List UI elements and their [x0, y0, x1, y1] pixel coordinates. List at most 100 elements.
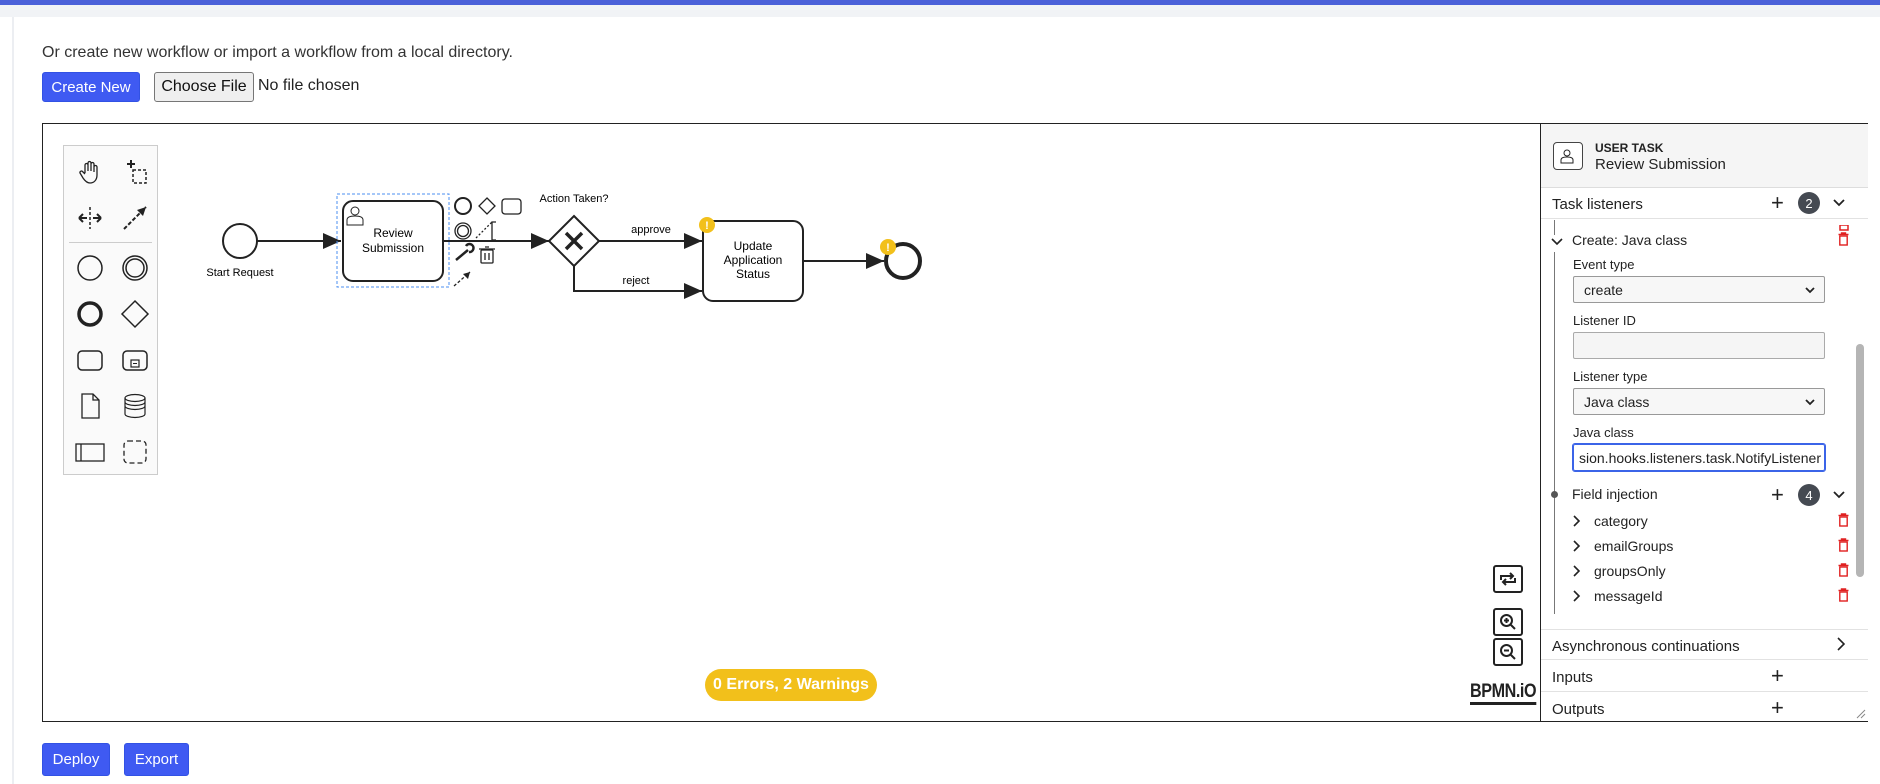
create-new-button[interactable]: Create New [42, 72, 140, 102]
choose-file-button[interactable]: Choose File [154, 72, 254, 102]
listener-title: Create: Java class [1572, 232, 1688, 248]
reset-view-button[interactable] [1493, 565, 1523, 593]
chevron-down-icon[interactable] [1833, 486, 1845, 502]
start-event-icon[interactable] [71, 249, 109, 287]
task2-line3: Status [736, 267, 770, 281]
add-output-icon[interactable]: + [1771, 695, 1784, 720]
append-intermediate-event-icon[interactable] [454, 222, 472, 240]
space-tool-icon[interactable] [71, 199, 109, 237]
warning-marker-icon[interactable]: ! [699, 217, 715, 233]
field-injection-bullet [1551, 491, 1558, 498]
data-object-icon[interactable] [71, 387, 109, 425]
trash-icon[interactable] [1838, 538, 1849, 555]
chevron-down-icon[interactable] [1551, 233, 1563, 249]
linting-status-badge[interactable]: 0 Errors, 2 Warnings [705, 669, 877, 701]
add-input-icon[interactable]: + [1771, 663, 1784, 688]
wrench-icon[interactable] [455, 242, 475, 261]
append-task-icon[interactable] [501, 198, 522, 215]
collapsed-item-stub [1554, 220, 1555, 235]
element-name: Review Submission [1595, 156, 1726, 173]
gateway-icon[interactable] [116, 295, 154, 333]
selection-outline [336, 193, 450, 288]
listener-id-input[interactable] [1573, 332, 1825, 359]
end-event-icon[interactable] [71, 295, 109, 333]
text-annotation-icon[interactable] [475, 221, 493, 239]
field-item[interactable]: messageId [1541, 586, 1868, 608]
async-continuations-group-header[interactable]: Asynchronous continuations [1541, 629, 1868, 660]
bpmn-io-logo[interactable]: BPMN.iO [1470, 682, 1537, 705]
outputs-group-header[interactable]: Outputs + [1541, 693, 1868, 721]
trash-icon[interactable] [1838, 563, 1849, 580]
trash-icon[interactable] [1839, 218, 1849, 236]
element-type: USER TASK [1595, 141, 1664, 155]
properties-panel: USER TASK Review Submission Task listene… [1540, 124, 1868, 721]
intro-text: Or create new workflow or import a workf… [42, 44, 513, 61]
trash-icon[interactable] [1838, 513, 1849, 530]
add-listener-icon[interactable]: + [1771, 190, 1784, 215]
data-store-icon[interactable] [116, 387, 154, 425]
reject-flow[interactable] [573, 266, 702, 299]
zoom-out-icon [1500, 644, 1516, 660]
field-count-badge: 4 [1798, 484, 1820, 506]
panel-scrollbar[interactable] [1856, 344, 1864, 577]
end-event[interactable] [884, 242, 922, 280]
start-event-label: Start Request [206, 267, 273, 279]
async-label: Asynchronous continuations [1552, 638, 1740, 655]
append-end-event-icon[interactable] [454, 197, 472, 215]
task1-line2: Submission [362, 241, 424, 255]
java-class-input[interactable]: sion.hooks.listeners.task.NotifyListener [1572, 443, 1826, 472]
tool-palette [63, 145, 158, 475]
svg-text:!: ! [705, 220, 709, 232]
chevron-down-icon[interactable] [1833, 194, 1845, 210]
listener-item-header[interactable]: Create: Java class [1541, 228, 1868, 254]
field-item[interactable]: groupsOnly [1541, 561, 1868, 583]
resize-handle-icon[interactable] [1856, 709, 1866, 719]
trash-icon[interactable] [1838, 588, 1849, 605]
chevron-right-icon[interactable] [1573, 514, 1581, 530]
reject-label: reject [623, 275, 650, 287]
subprocess-icon[interactable] [116, 341, 154, 379]
task-listeners-group-header[interactable]: Task listeners + 2 [1541, 188, 1868, 219]
event-type-select[interactable]: create [1573, 276, 1825, 303]
zoom-in-button[interactable] [1493, 608, 1523, 636]
field-item[interactable]: emailGroups [1541, 536, 1868, 558]
field-name: emailGroups [1594, 538, 1674, 554]
outputs-label: Outputs [1552, 701, 1605, 718]
warning-marker-icon[interactable]: ! [880, 239, 896, 255]
inputs-group-header[interactable]: Inputs + [1541, 661, 1868, 692]
context-pad[interactable] [453, 197, 522, 287]
chevron-right-icon[interactable] [1837, 637, 1846, 654]
chevron-right-icon[interactable] [1573, 539, 1581, 555]
append-gateway-icon[interactable] [478, 197, 496, 215]
chevron-down-icon [1804, 283, 1816, 299]
group-icon[interactable] [116, 433, 154, 471]
listener-tree-line [1554, 252, 1555, 614]
reset-view-icon [1500, 572, 1516, 586]
global-connect-tool-icon[interactable] [116, 199, 154, 237]
field-item[interactable]: category [1541, 511, 1868, 533]
field-injection-header[interactable]: Field injection + 4 [1541, 482, 1868, 508]
task-icon[interactable] [71, 341, 109, 379]
panel-header: USER TASK Review Submission [1541, 124, 1868, 188]
chevron-right-icon[interactable] [1573, 564, 1581, 580]
trash-icon[interactable] [479, 246, 495, 264]
intermediate-event-icon[interactable] [116, 249, 154, 287]
approve-label: approve [631, 224, 671, 236]
zoom-in-icon [1500, 614, 1516, 630]
gateway-label: Action Taken? [540, 193, 609, 205]
deploy-button[interactable]: Deploy [42, 743, 110, 776]
zoom-out-button[interactable] [1493, 638, 1523, 666]
chevron-right-icon[interactable] [1573, 589, 1581, 605]
svg-text:!: ! [886, 242, 890, 254]
pool-icon[interactable] [71, 433, 109, 471]
field-name: messageId [1594, 588, 1663, 604]
trash-icon[interactable] [1838, 232, 1849, 251]
hand-tool-icon[interactable] [71, 153, 109, 191]
add-field-icon[interactable]: + [1771, 482, 1784, 507]
export-button[interactable]: Export [124, 743, 189, 776]
start-event[interactable] [222, 223, 258, 259]
listener-type-select[interactable]: Java class [1573, 388, 1825, 415]
field-name: category [1594, 513, 1648, 529]
lasso-tool-icon[interactable] [116, 153, 154, 191]
left-divider [12, 17, 14, 784]
